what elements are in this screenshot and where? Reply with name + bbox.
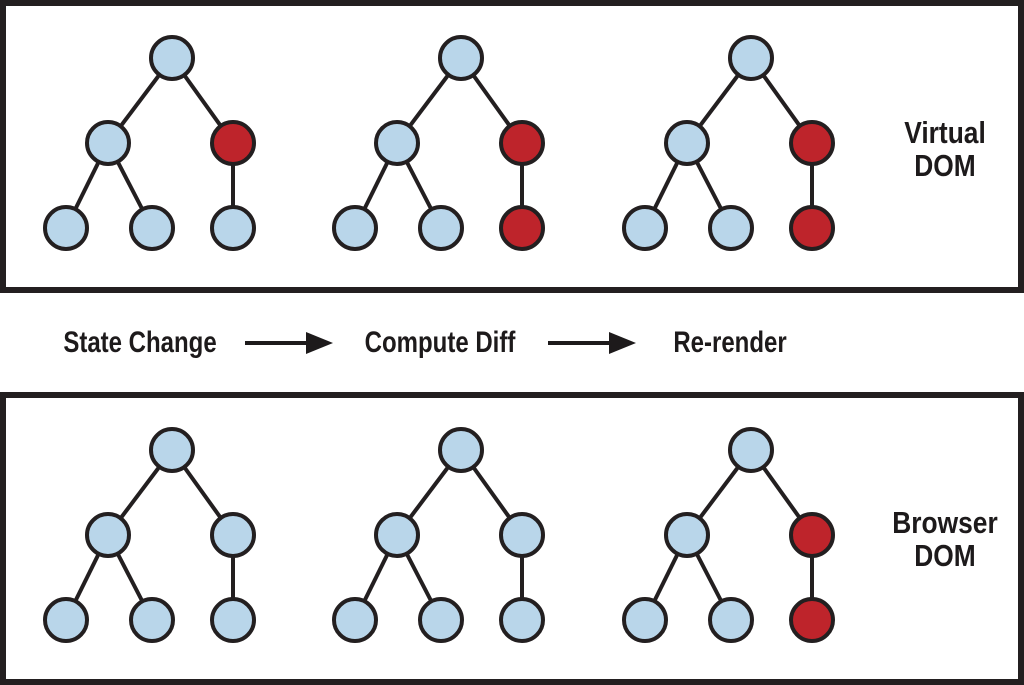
tree-node-red [499, 120, 545, 166]
virtual-dom-tree-1 [43, 35, 257, 252]
browser-dom-tree-3 [622, 427, 836, 644]
tree-node-blue [85, 512, 131, 558]
tree-node-blue [438, 427, 484, 473]
tree-node-blue [499, 597, 545, 643]
virtual-dom-tree-2 [332, 35, 546, 252]
tree-node-blue [210, 597, 256, 643]
tree-node-red [789, 597, 835, 643]
tree-node-red [789, 512, 835, 558]
right-arrow-icon [245, 332, 333, 354]
virtual-dom-label: Virtual DOM [881, 116, 1009, 182]
tree-node-blue [332, 597, 378, 643]
tree-node-blue [728, 35, 774, 81]
flow-step-compute-diff: Compute Diff [364, 326, 516, 359]
flow-step-state-change: State Change [63, 326, 217, 359]
tree-node-blue [664, 120, 710, 166]
tree-node-blue [43, 205, 89, 251]
tree-node-blue [129, 597, 175, 643]
tree-node-blue [708, 597, 754, 643]
tree-node-blue [418, 597, 464, 643]
tree-node-blue [622, 205, 668, 251]
tree-node-blue [664, 512, 710, 558]
tree-node-red [499, 205, 545, 251]
browser-dom-tree-1 [43, 427, 257, 644]
right-arrow-icon [548, 332, 636, 354]
virtual-dom-tree-3 [622, 35, 836, 252]
browser-dom-label: Browser DOM [881, 506, 1009, 572]
browser-dom-tree-2 [332, 427, 546, 644]
browser-dom-label-line1: Browser [892, 505, 998, 540]
tree-node-blue [438, 35, 484, 81]
tree-node-blue [374, 512, 420, 558]
virtual-dom-panel: Virtual DOM [0, 0, 1024, 293]
tree-node-red [789, 120, 835, 166]
tree-node-blue [43, 597, 89, 643]
tree-node-blue [622, 597, 668, 643]
tree-node-blue [728, 427, 774, 473]
flow-step-re-render: Re-render [673, 326, 787, 359]
tree-node-red [210, 120, 256, 166]
tree-node-blue [210, 205, 256, 251]
tree-node-blue [149, 35, 195, 81]
tree-node-blue [332, 205, 378, 251]
virtual-dom-label-line2: DOM [914, 148, 976, 183]
tree-node-blue [149, 427, 195, 473]
tree-node-blue [708, 205, 754, 251]
tree-node-blue [374, 120, 420, 166]
tree-node-blue [129, 205, 175, 251]
tree-node-blue [85, 120, 131, 166]
tree-node-blue [418, 205, 464, 251]
virtual-dom-label-line1: Virtual [904, 115, 986, 150]
browser-dom-panel: Browser DOM [0, 392, 1024, 685]
tree-node-red [789, 205, 835, 251]
tree-node-blue [210, 512, 256, 558]
tree-node-blue [499, 512, 545, 558]
browser-dom-label-line2: DOM [914, 538, 976, 573]
